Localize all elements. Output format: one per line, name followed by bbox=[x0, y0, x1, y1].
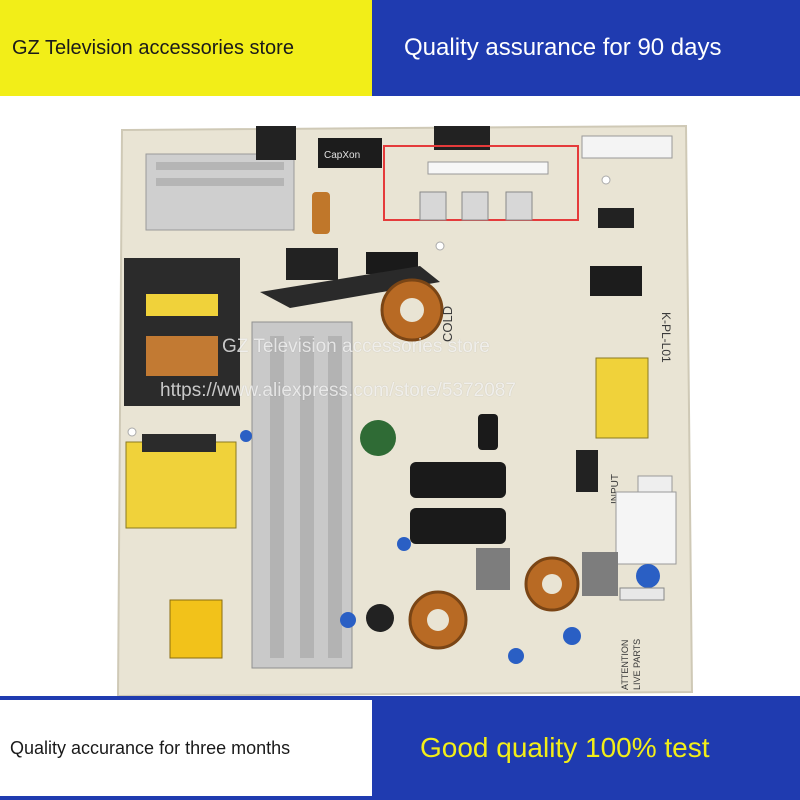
quality-assurance-text: Quality assurance for 90 days bbox=[404, 34, 722, 61]
inductor-small bbox=[312, 192, 330, 234]
bulk-capacitor-2 bbox=[410, 508, 506, 544]
attention-label: ATTENTION bbox=[620, 640, 630, 690]
store-name-text: GZ Television accessories store bbox=[12, 36, 294, 59]
watermark-url: https://www.aliexpress.com/store/5372087 bbox=[160, 380, 516, 401]
live-parts-label: LIVE PARTS bbox=[632, 639, 642, 690]
aux-transformer bbox=[125, 441, 237, 529]
input-label: INPUT bbox=[610, 474, 621, 504]
film-capacitor bbox=[169, 599, 223, 659]
good-quality-text: Good quality 100% test bbox=[420, 732, 710, 763]
filter-choke-2 bbox=[582, 552, 618, 596]
bulk-capacitor-1 bbox=[410, 462, 506, 498]
quality-accurance-text: Quality accurance for three months bbox=[10, 737, 291, 758]
top-left-banner: GZ Television accessories store bbox=[0, 0, 372, 96]
capacitor-capxon-top bbox=[318, 138, 382, 168]
main-transformer bbox=[124, 258, 240, 406]
cable bbox=[260, 266, 440, 308]
power-board-photo: CapXon COLD HOT K-PL-L01 INPUT bbox=[0, 96, 800, 696]
transformer-right bbox=[595, 357, 649, 439]
varistor bbox=[360, 420, 396, 456]
capacitor-top bbox=[256, 126, 296, 160]
bottom-left-card: Quality accurance for three months bbox=[0, 700, 372, 796]
filter-choke-1 bbox=[476, 548, 510, 590]
cold-label: COLD bbox=[440, 306, 455, 342]
top-right-banner: Quality assurance for 90 days bbox=[372, 0, 800, 96]
watermark-store: GZ Television accessories store bbox=[222, 336, 490, 357]
capxon-label: CapXon bbox=[324, 150, 360, 161]
connector-strip bbox=[581, 135, 673, 159]
model-label: K-PL-L01 bbox=[659, 312, 673, 363]
bottom-right-banner: Good quality 100% test bbox=[380, 696, 800, 800]
